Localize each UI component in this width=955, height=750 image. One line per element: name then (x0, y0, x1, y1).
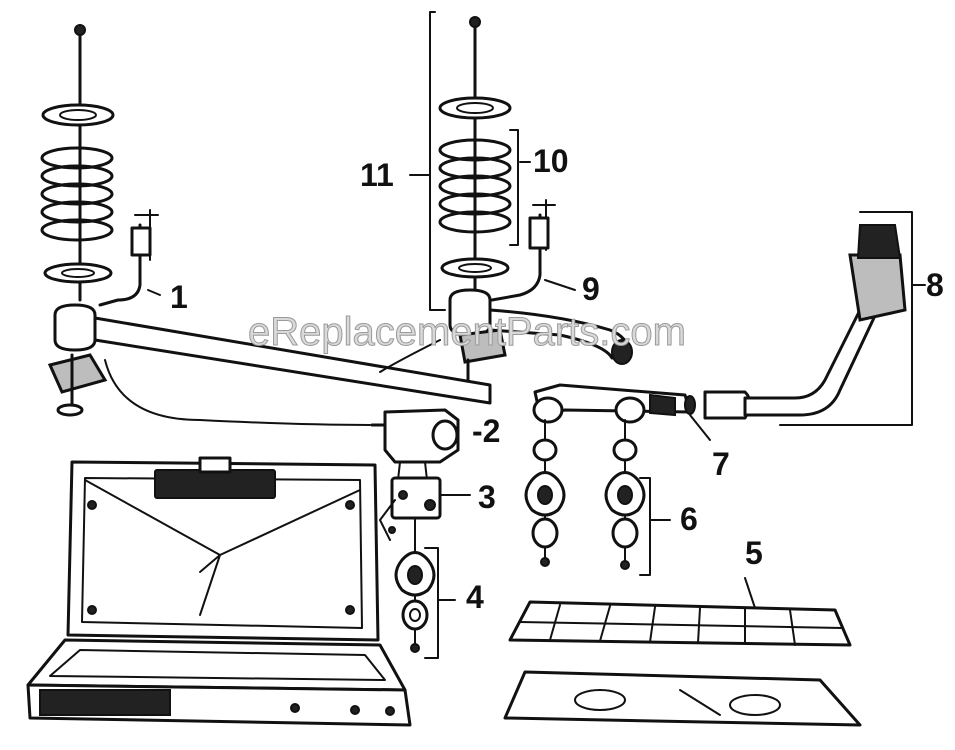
igniter-module (379, 476, 442, 541)
valve-manifold (532, 224, 907, 441)
right-burner-assembly (438, 16, 633, 382)
right-igniter-electrode (490, 199, 556, 302)
right-burner-coil (438, 138, 512, 234)
callout-brackets (424, 11, 913, 659)
manifold-tube (93, 316, 492, 426)
callout-10: 10 (533, 143, 569, 179)
callout-3: 3 (478, 479, 496, 515)
callout-11: 11 (360, 157, 394, 193)
left-burner-coil (40, 146, 114, 242)
callout-2: -2 (472, 413, 500, 449)
leader-lines (147, 161, 926, 601)
stove-case (26, 456, 412, 727)
knob-stack-6-right (604, 419, 646, 570)
callout-6: 6 (680, 501, 698, 537)
control-valve (370, 408, 460, 481)
callout-5: 5 (745, 535, 763, 571)
drip-tray (503, 670, 862, 727)
left-igniter-electrode (98, 209, 159, 307)
knob-stack-6-left (524, 419, 566, 567)
callout-4: 4 (466, 579, 484, 615)
callout-1: 1 (170, 279, 188, 315)
callout-8: 8 (926, 267, 944, 303)
cooking-grate (508, 577, 852, 647)
callout-7: 7 (712, 446, 730, 482)
left-burner-assembly (40, 24, 115, 417)
callout-9: 9 (582, 271, 600, 307)
knob-stack-4 (394, 519, 436, 653)
watermark-text: eReplacementParts.com (248, 310, 686, 354)
